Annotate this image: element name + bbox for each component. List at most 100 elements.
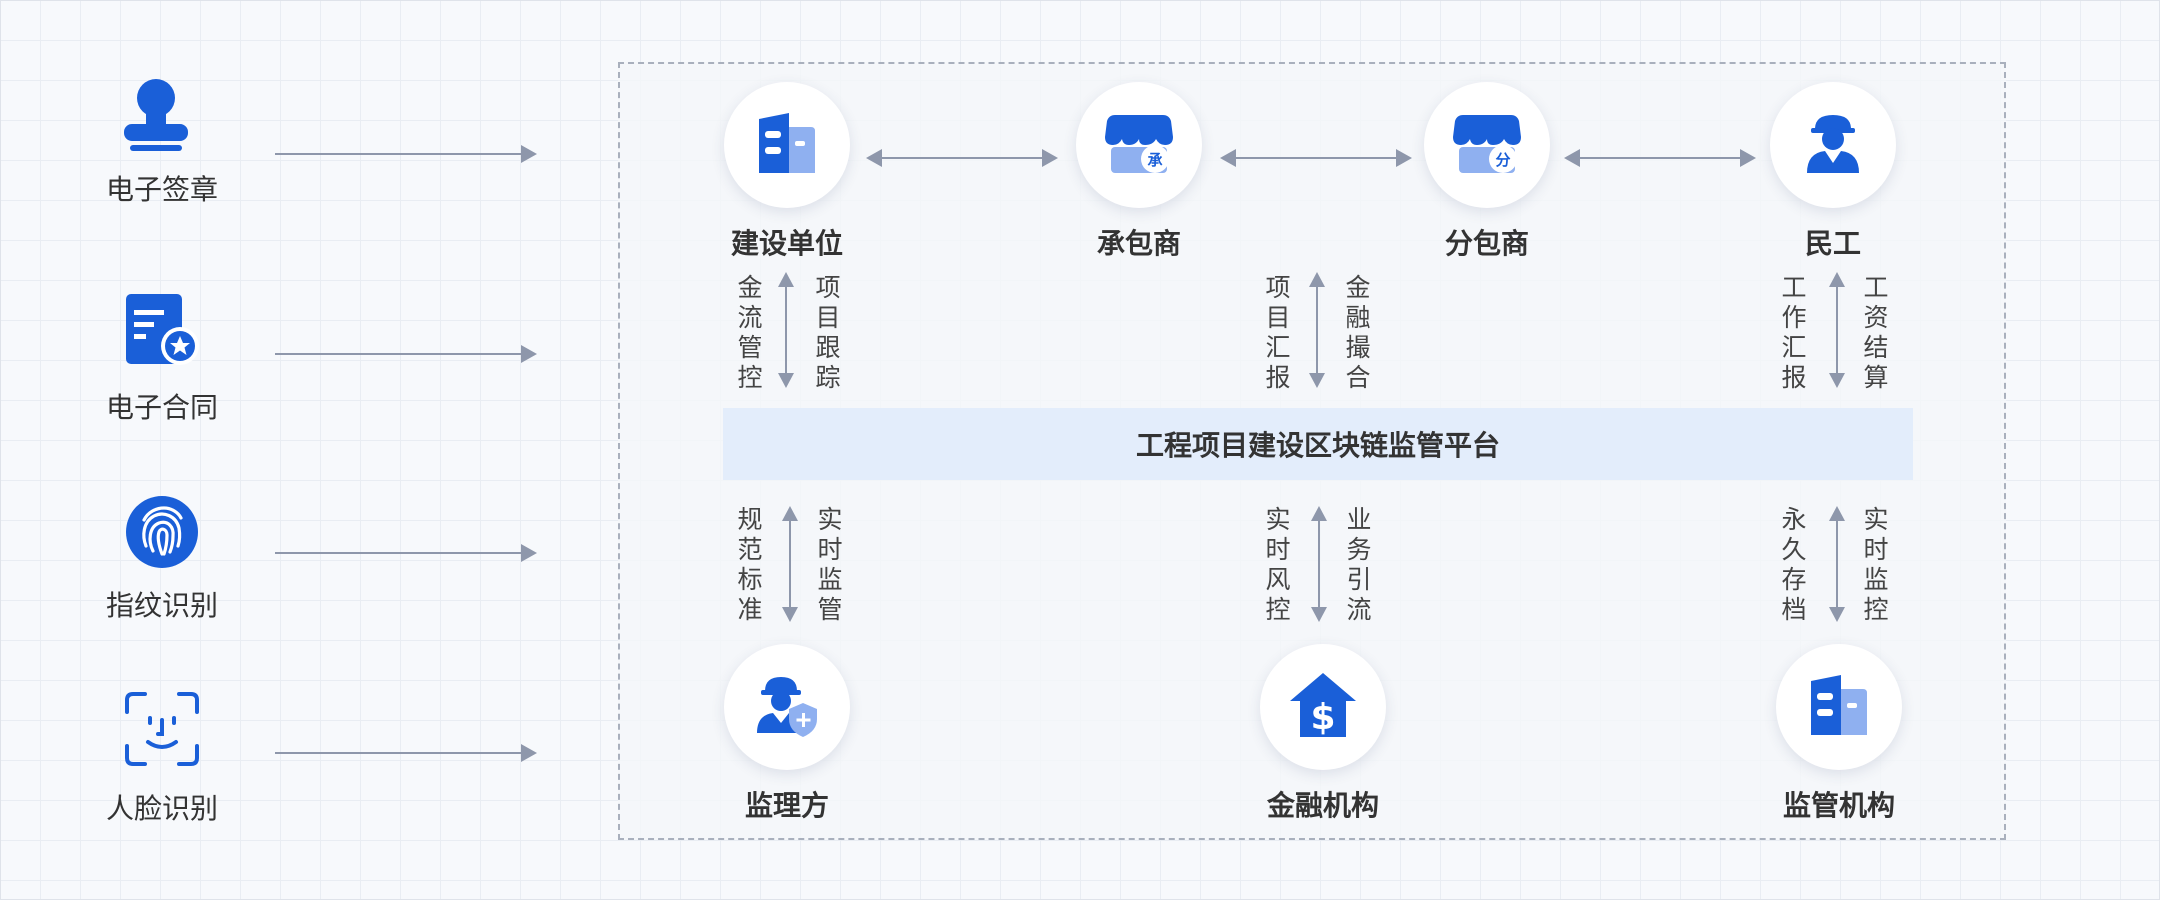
link-text: 实时监控 xyxy=(1862,505,1890,629)
link-char: 报 xyxy=(1265,364,1291,392)
vertical-double-arrow xyxy=(1309,272,1325,388)
link-char: 金 xyxy=(1345,274,1371,302)
link-char: 跟 xyxy=(815,334,841,362)
link-char: 流 xyxy=(737,304,763,332)
svg-text:$: $ xyxy=(1310,697,1335,738)
double-arrow xyxy=(1564,149,1756,167)
link-char: 工 xyxy=(1781,274,1807,302)
link-char: 融 xyxy=(1345,304,1371,332)
link-char: 风 xyxy=(1265,566,1291,594)
link-char: 汇 xyxy=(1265,334,1291,362)
left-arrow xyxy=(275,145,537,163)
link-char: 监 xyxy=(1863,566,1889,594)
link-char: 务 xyxy=(1346,536,1372,564)
link-char: 管 xyxy=(817,596,843,624)
link-char: 工 xyxy=(1863,274,1889,302)
worker-icon xyxy=(1803,111,1863,180)
building-icon xyxy=(755,111,819,180)
left-item-label: 电子合同 xyxy=(105,392,219,423)
vertical-double-arrow xyxy=(1829,272,1845,388)
link-text: 业务引流 xyxy=(1345,505,1373,629)
top-node-label: 民工 xyxy=(1804,228,1862,259)
link-char: 实 xyxy=(817,506,843,534)
link-char: 合 xyxy=(1345,364,1371,392)
shop-badge: 承 xyxy=(1147,151,1162,169)
link-char: 标 xyxy=(737,566,763,594)
link-char: 范 xyxy=(737,536,763,564)
link-char: 流 xyxy=(1346,596,1372,624)
link-char: 引 xyxy=(1346,566,1372,594)
vertical-double-arrow xyxy=(1311,506,1327,622)
link-char: 算 xyxy=(1863,364,1889,392)
building-icon xyxy=(1807,673,1871,742)
link-char: 撮 xyxy=(1345,334,1371,362)
double-arrow xyxy=(1220,149,1412,167)
supervisor-icon xyxy=(755,673,819,742)
link-char: 监 xyxy=(817,566,843,594)
link-char: 金 xyxy=(737,274,763,302)
bottom-node-circle: $ xyxy=(1260,644,1386,770)
vertical-double-arrow xyxy=(1829,506,1845,622)
top-node-circle xyxy=(1770,82,1896,208)
left-arrow xyxy=(275,544,537,562)
link-char: 档 xyxy=(1781,596,1807,624)
link-char: 目 xyxy=(1265,304,1291,332)
link-char: 业 xyxy=(1346,506,1372,534)
shop-badge: 分 xyxy=(1495,151,1510,169)
shop-icon: 分 xyxy=(1453,111,1521,180)
link-char: 存 xyxy=(1781,566,1807,594)
link-text: 工资结算 xyxy=(1862,273,1890,397)
link-text: 实时风控 xyxy=(1264,505,1292,629)
link-char: 控 xyxy=(1265,596,1291,624)
left-arrow xyxy=(275,345,537,363)
link-char: 资 xyxy=(1863,304,1889,332)
shop-icon: 承 xyxy=(1105,111,1173,180)
link-char: 管 xyxy=(737,334,763,362)
platform-bar: 工程项目建设区块链监管平台 xyxy=(723,408,1913,480)
bottom-node-label: 金融机构 xyxy=(1266,790,1380,821)
link-text: 金融撮合 xyxy=(1344,273,1372,397)
fingerprint-icon xyxy=(126,496,198,573)
face-scan-icon xyxy=(123,690,201,773)
bottom-node-circle xyxy=(724,644,850,770)
link-char: 报 xyxy=(1781,364,1807,392)
bottom-node-circle xyxy=(1776,644,1902,770)
left-item-label: 人脸识别 xyxy=(105,793,219,824)
link-char: 实 xyxy=(1265,506,1291,534)
vertical-double-arrow xyxy=(782,506,798,622)
left-item-label: 电子签章 xyxy=(105,174,219,205)
vertical-double-arrow xyxy=(778,272,794,388)
stamp-icon xyxy=(118,76,194,157)
link-char: 目 xyxy=(815,304,841,332)
link-char: 项 xyxy=(815,274,841,302)
bank-icon: $ xyxy=(1288,671,1358,744)
link-text: 永久存档 xyxy=(1780,505,1808,629)
link-char: 久 xyxy=(1781,536,1807,564)
link-char: 实 xyxy=(1863,506,1889,534)
link-char: 永 xyxy=(1781,506,1807,534)
link-char: 作 xyxy=(1781,304,1807,332)
contract-icon xyxy=(124,292,200,373)
link-text: 金流管控 xyxy=(736,273,764,397)
link-char: 时 xyxy=(817,536,843,564)
top-node-circle: 分 xyxy=(1424,82,1550,208)
link-text: 工作汇报 xyxy=(1780,273,1808,397)
top-node-label: 承包商 xyxy=(1096,228,1182,259)
top-node-circle: 承 xyxy=(1076,82,1202,208)
top-node-label: 建设单位 xyxy=(730,228,844,259)
bottom-node-label: 监管机构 xyxy=(1782,790,1896,821)
link-text: 实时监管 xyxy=(816,505,844,629)
link-char: 控 xyxy=(1863,596,1889,624)
link-char: 时 xyxy=(1863,536,1889,564)
left-item-label: 指纹识别 xyxy=(105,590,219,621)
left-arrow xyxy=(275,744,537,762)
link-char: 规 xyxy=(737,506,763,534)
link-char: 汇 xyxy=(1781,334,1807,362)
double-arrow xyxy=(866,149,1058,167)
link-char: 项 xyxy=(1265,274,1291,302)
link-text: 规范标准 xyxy=(736,505,764,629)
top-node-label: 分包商 xyxy=(1444,228,1530,259)
top-node-circle xyxy=(724,82,850,208)
bottom-node-label: 监理方 xyxy=(744,790,830,821)
link-char: 控 xyxy=(737,364,763,392)
